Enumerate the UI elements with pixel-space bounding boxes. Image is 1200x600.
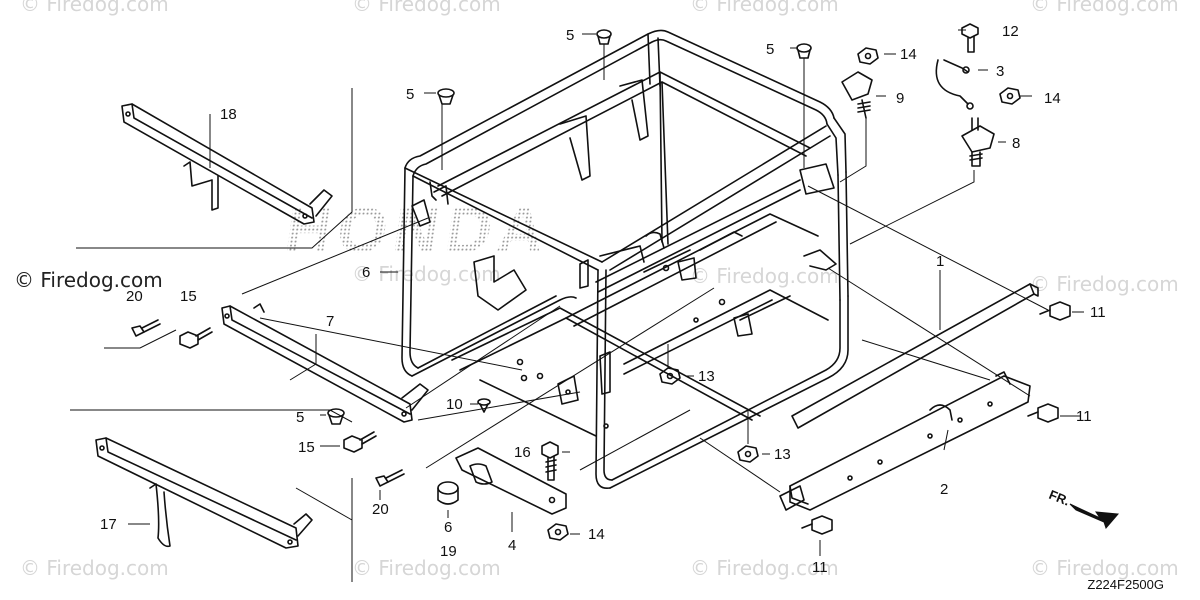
part-3-cable [935,59,974,110]
callout-20: 20 [372,501,389,518]
callout-19: 19 [440,543,457,560]
main-frame [401,29,849,490]
part-11-bolt [1039,301,1071,321]
leader-lines [70,29,1084,582]
part-15-bolt [179,327,213,349]
callout-17: 17 [100,516,117,533]
part-11-bolt [801,515,833,535]
part-14-nut [999,87,1021,105]
callout-4: 4 [508,537,516,554]
part-9-clamp [841,71,873,119]
callout-8: 8 [1012,135,1020,152]
part-8-clamp [961,117,995,167]
callout-10: 10 [446,396,463,413]
watermark-main: © Firedog.com [14,268,163,292]
watermark: © Firedog.com [352,0,501,16]
callout-12: 12 [1002,23,1019,40]
callout-6: 6 [444,519,452,536]
part-18-rail [121,103,333,225]
part-14-nut [857,47,879,65]
callout-13: 13 [774,446,791,463]
watermark: © Firedog.com [20,0,169,16]
part-16-bolt [541,441,559,481]
part-17-rail [95,437,313,549]
callout-6: 6 [362,264,370,281]
direction-label: FR. [1047,487,1072,509]
part-20-screw [131,319,161,337]
front-direction-arrow: FR. [1047,487,1120,529]
callout-16: 16 [514,444,531,461]
watermark: © Firedog.com [1030,0,1179,16]
part-5-grommet [327,408,345,425]
brand-mark: HONDA [281,194,556,266]
callout-5: 5 [296,409,304,426]
callout-2: 2 [940,481,948,498]
part-4-bracket [455,447,567,515]
watermark: © Firedog.com [690,264,839,288]
watermark: © Firedog.com [690,0,839,16]
part-15-bolt [343,431,377,453]
callout-20: 20 [126,288,143,305]
callout-11: 11 [1090,304,1106,321]
callout-15: 15 [298,439,315,456]
part-5-grommet [437,88,455,105]
part-12-bolt [961,23,979,53]
callout-labels: 18 5 5 5 5 14 12 3 14 9 8 6 20 15 7 1 11… [100,23,1106,576]
callout-13: 13 [698,368,715,385]
part-2-rail [779,371,1031,511]
part-5-grommet [796,43,812,59]
callout-15: 15 [180,288,197,305]
callout-5: 5 [406,86,414,103]
part-20-screw [375,469,405,487]
watermark: © Firedog.com [1030,556,1179,580]
part-19-collar [437,481,459,505]
watermark: © Firedog.com [690,556,839,580]
part-13-nut [737,445,759,463]
part-5-grommet [596,29,612,45]
callout-1: 1 [936,253,944,270]
part-11-bolt [1027,403,1059,423]
part-1-rail [791,283,1039,429]
watermark: © Firedog.com [352,556,501,580]
callout-11: 11 [1076,408,1092,425]
callout-18: 18 [220,106,237,123]
callout-7: 7 [326,313,334,330]
callout-5: 5 [566,27,574,44]
part-7-rail [221,303,429,423]
callout-3: 3 [996,63,1004,80]
watermark: © Firedog.com [20,556,169,580]
callout-14: 14 [1044,90,1061,107]
diagram-code: Z224F2500G [1087,577,1164,592]
callout-5: 5 [766,41,774,58]
callout-14: 14 [900,46,917,63]
callout-11: 11 [812,559,828,576]
watermark: © Firedog.com [1030,272,1179,296]
callout-9: 9 [896,90,904,107]
part-10-screw [477,398,491,413]
callout-14: 14 [588,526,605,543]
part-14-nut [547,523,569,541]
